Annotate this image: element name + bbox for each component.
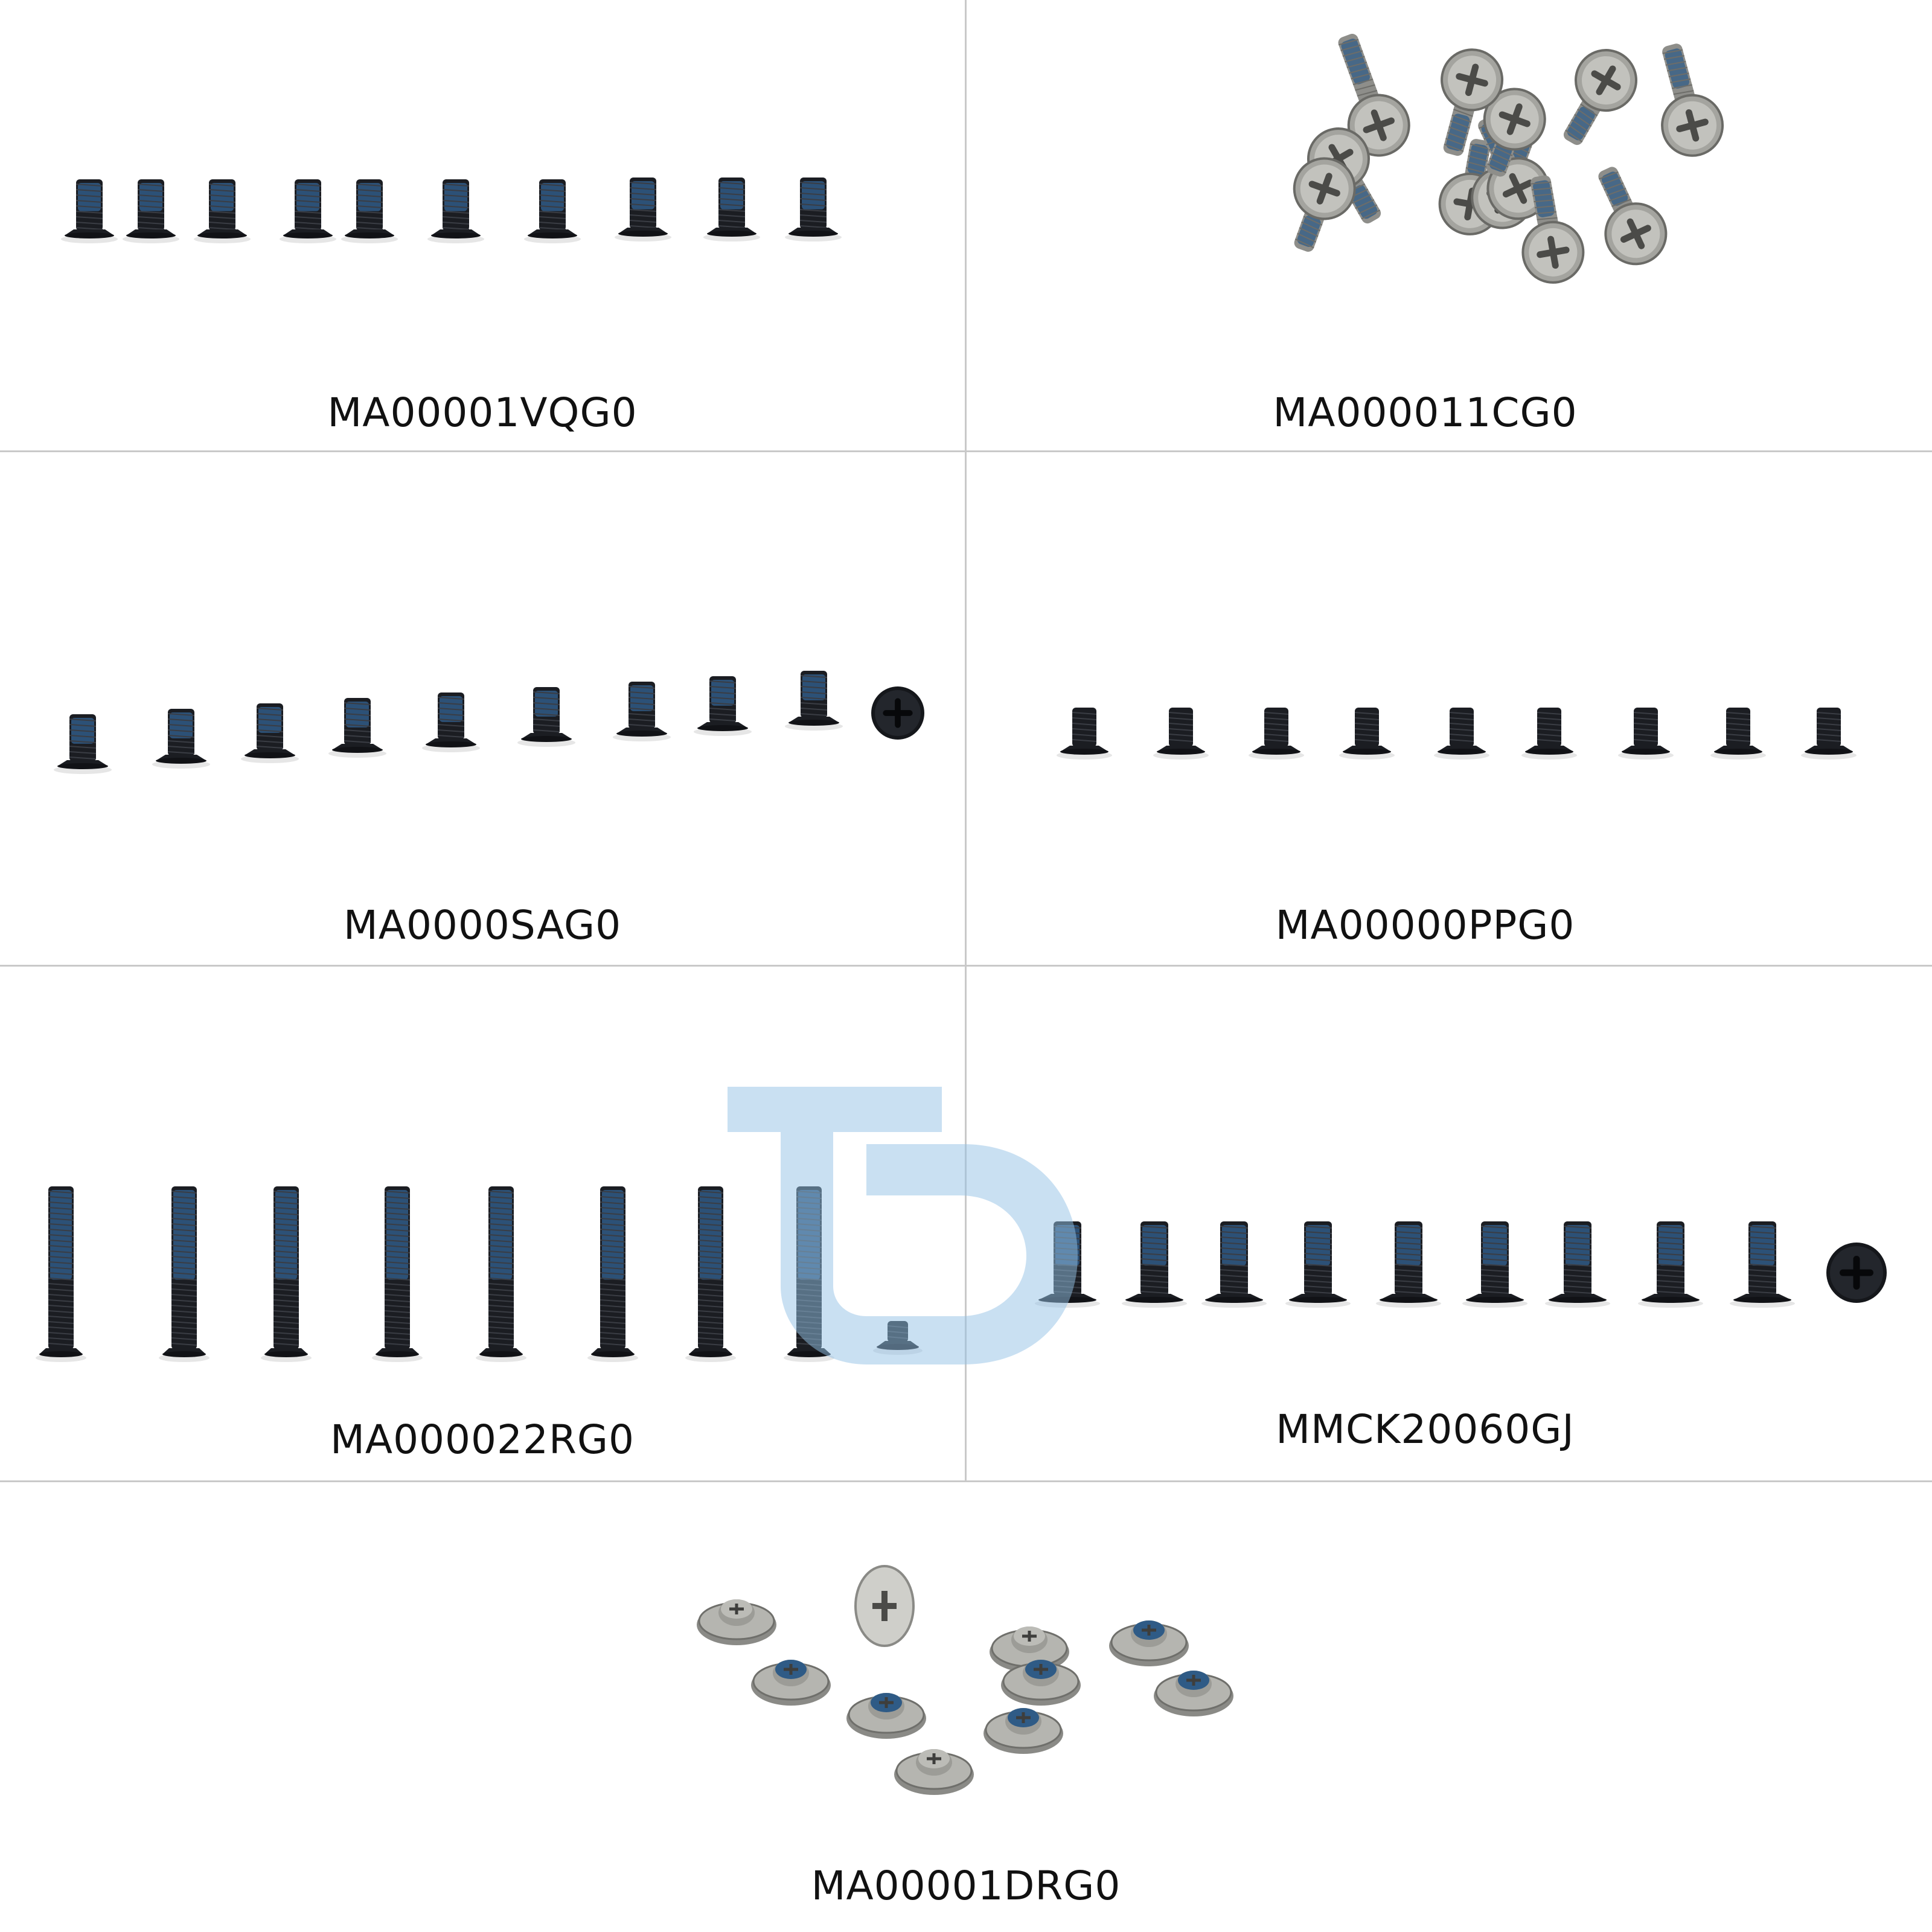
screw [517, 687, 575, 747]
screw-photo-black-wafer [1035, 1221, 1887, 1308]
screw [1521, 175, 1585, 284]
part-number-label: MA00001VQG0 [327, 389, 638, 436]
screw [1661, 43, 1724, 157]
part-number-label: MA0000SAG0 [343, 902, 622, 948]
screw [685, 1186, 736, 1362]
screw [54, 714, 112, 774]
panel-ma00001drg0: MA00001DRG0 [0, 1482, 1932, 1932]
screw [1434, 708, 1489, 760]
screw [1122, 1221, 1187, 1308]
screw [341, 179, 398, 243]
part-number-label: MMCK20060GJ [1276, 1406, 1575, 1453]
screw [1293, 157, 1356, 252]
divider-vertical [965, 0, 967, 1482]
screw [703, 178, 760, 242]
divider-row-1 [0, 450, 1932, 452]
screw [1462, 1221, 1527, 1308]
screw [854, 1565, 915, 1647]
screw [280, 179, 336, 243]
screw [1153, 708, 1209, 760]
screw-head [871, 686, 924, 740]
screw [785, 178, 842, 242]
screw [1638, 1221, 1703, 1308]
screw [1618, 708, 1674, 760]
screw-photo-silver-cluster [1293, 34, 1724, 284]
screw-photo-black-flat [61, 178, 842, 243]
screw [1441, 48, 1504, 156]
part-number-label: MA00001DRG0 [811, 1863, 1121, 1909]
screw [1249, 708, 1304, 760]
screw [1598, 167, 1668, 266]
part-number-label: MA000011CG0 [1273, 389, 1578, 436]
screw [372, 1186, 423, 1362]
divider-row-2 [0, 965, 1932, 967]
screw [36, 1186, 86, 1362]
screw [751, 1660, 831, 1706]
panel-ma00001vqg0: MA00001VQG0 [0, 0, 965, 450]
screw [422, 693, 480, 752]
screw [159, 1186, 210, 1362]
screw [984, 1708, 1063, 1754]
part-number-label: MA000022RG0 [330, 1416, 635, 1463]
screw [123, 179, 179, 243]
screw [785, 671, 843, 731]
screw [152, 709, 210, 769]
screw [697, 1599, 776, 1645]
screw [1339, 708, 1395, 760]
screw [61, 179, 118, 243]
divider-row-3 [0, 1480, 1932, 1482]
panel-ma0000sag0: MA0000SAG0 [0, 452, 965, 965]
screw [1730, 1221, 1795, 1308]
screw [194, 179, 251, 243]
screw-photo-black-flat [1057, 708, 1857, 760]
screw-photo-silver-washer [697, 1565, 1233, 1795]
screw [1521, 708, 1577, 760]
screw [846, 1693, 926, 1739]
screw [1483, 88, 1546, 177]
screw [1545, 1221, 1610, 1308]
screw [241, 703, 299, 763]
screw [615, 178, 671, 242]
screw [1201, 1221, 1267, 1308]
panel-ma000011cg0: MA000011CG0 [967, 0, 1932, 450]
screw [261, 1186, 312, 1362]
screw [524, 179, 581, 243]
td-logo-watermark [728, 1087, 1078, 1364]
screw [1057, 708, 1112, 760]
screw-head [1826, 1243, 1887, 1303]
panel-mmck20060gj: MMCK20060GJ [967, 967, 1932, 1480]
screw [587, 1186, 638, 1362]
screw-photo-black-flat [54, 671, 924, 774]
screw [1285, 1221, 1351, 1308]
part-number-label: MA00000PPG0 [1275, 902, 1575, 948]
screw [1154, 1671, 1233, 1716]
screw [328, 698, 386, 758]
panel-ma00000ppg0: MA00000PPG0 [967, 452, 1932, 965]
screw [1001, 1660, 1081, 1706]
screw [1376, 1221, 1441, 1308]
screw [613, 682, 671, 741]
screw [894, 1749, 974, 1795]
screw [1801, 708, 1857, 760]
screw [1710, 708, 1766, 760]
screw [694, 676, 752, 736]
screw [1563, 49, 1637, 146]
screw [427, 179, 484, 243]
screw [1109, 1620, 1189, 1666]
screw [476, 1186, 526, 1362]
